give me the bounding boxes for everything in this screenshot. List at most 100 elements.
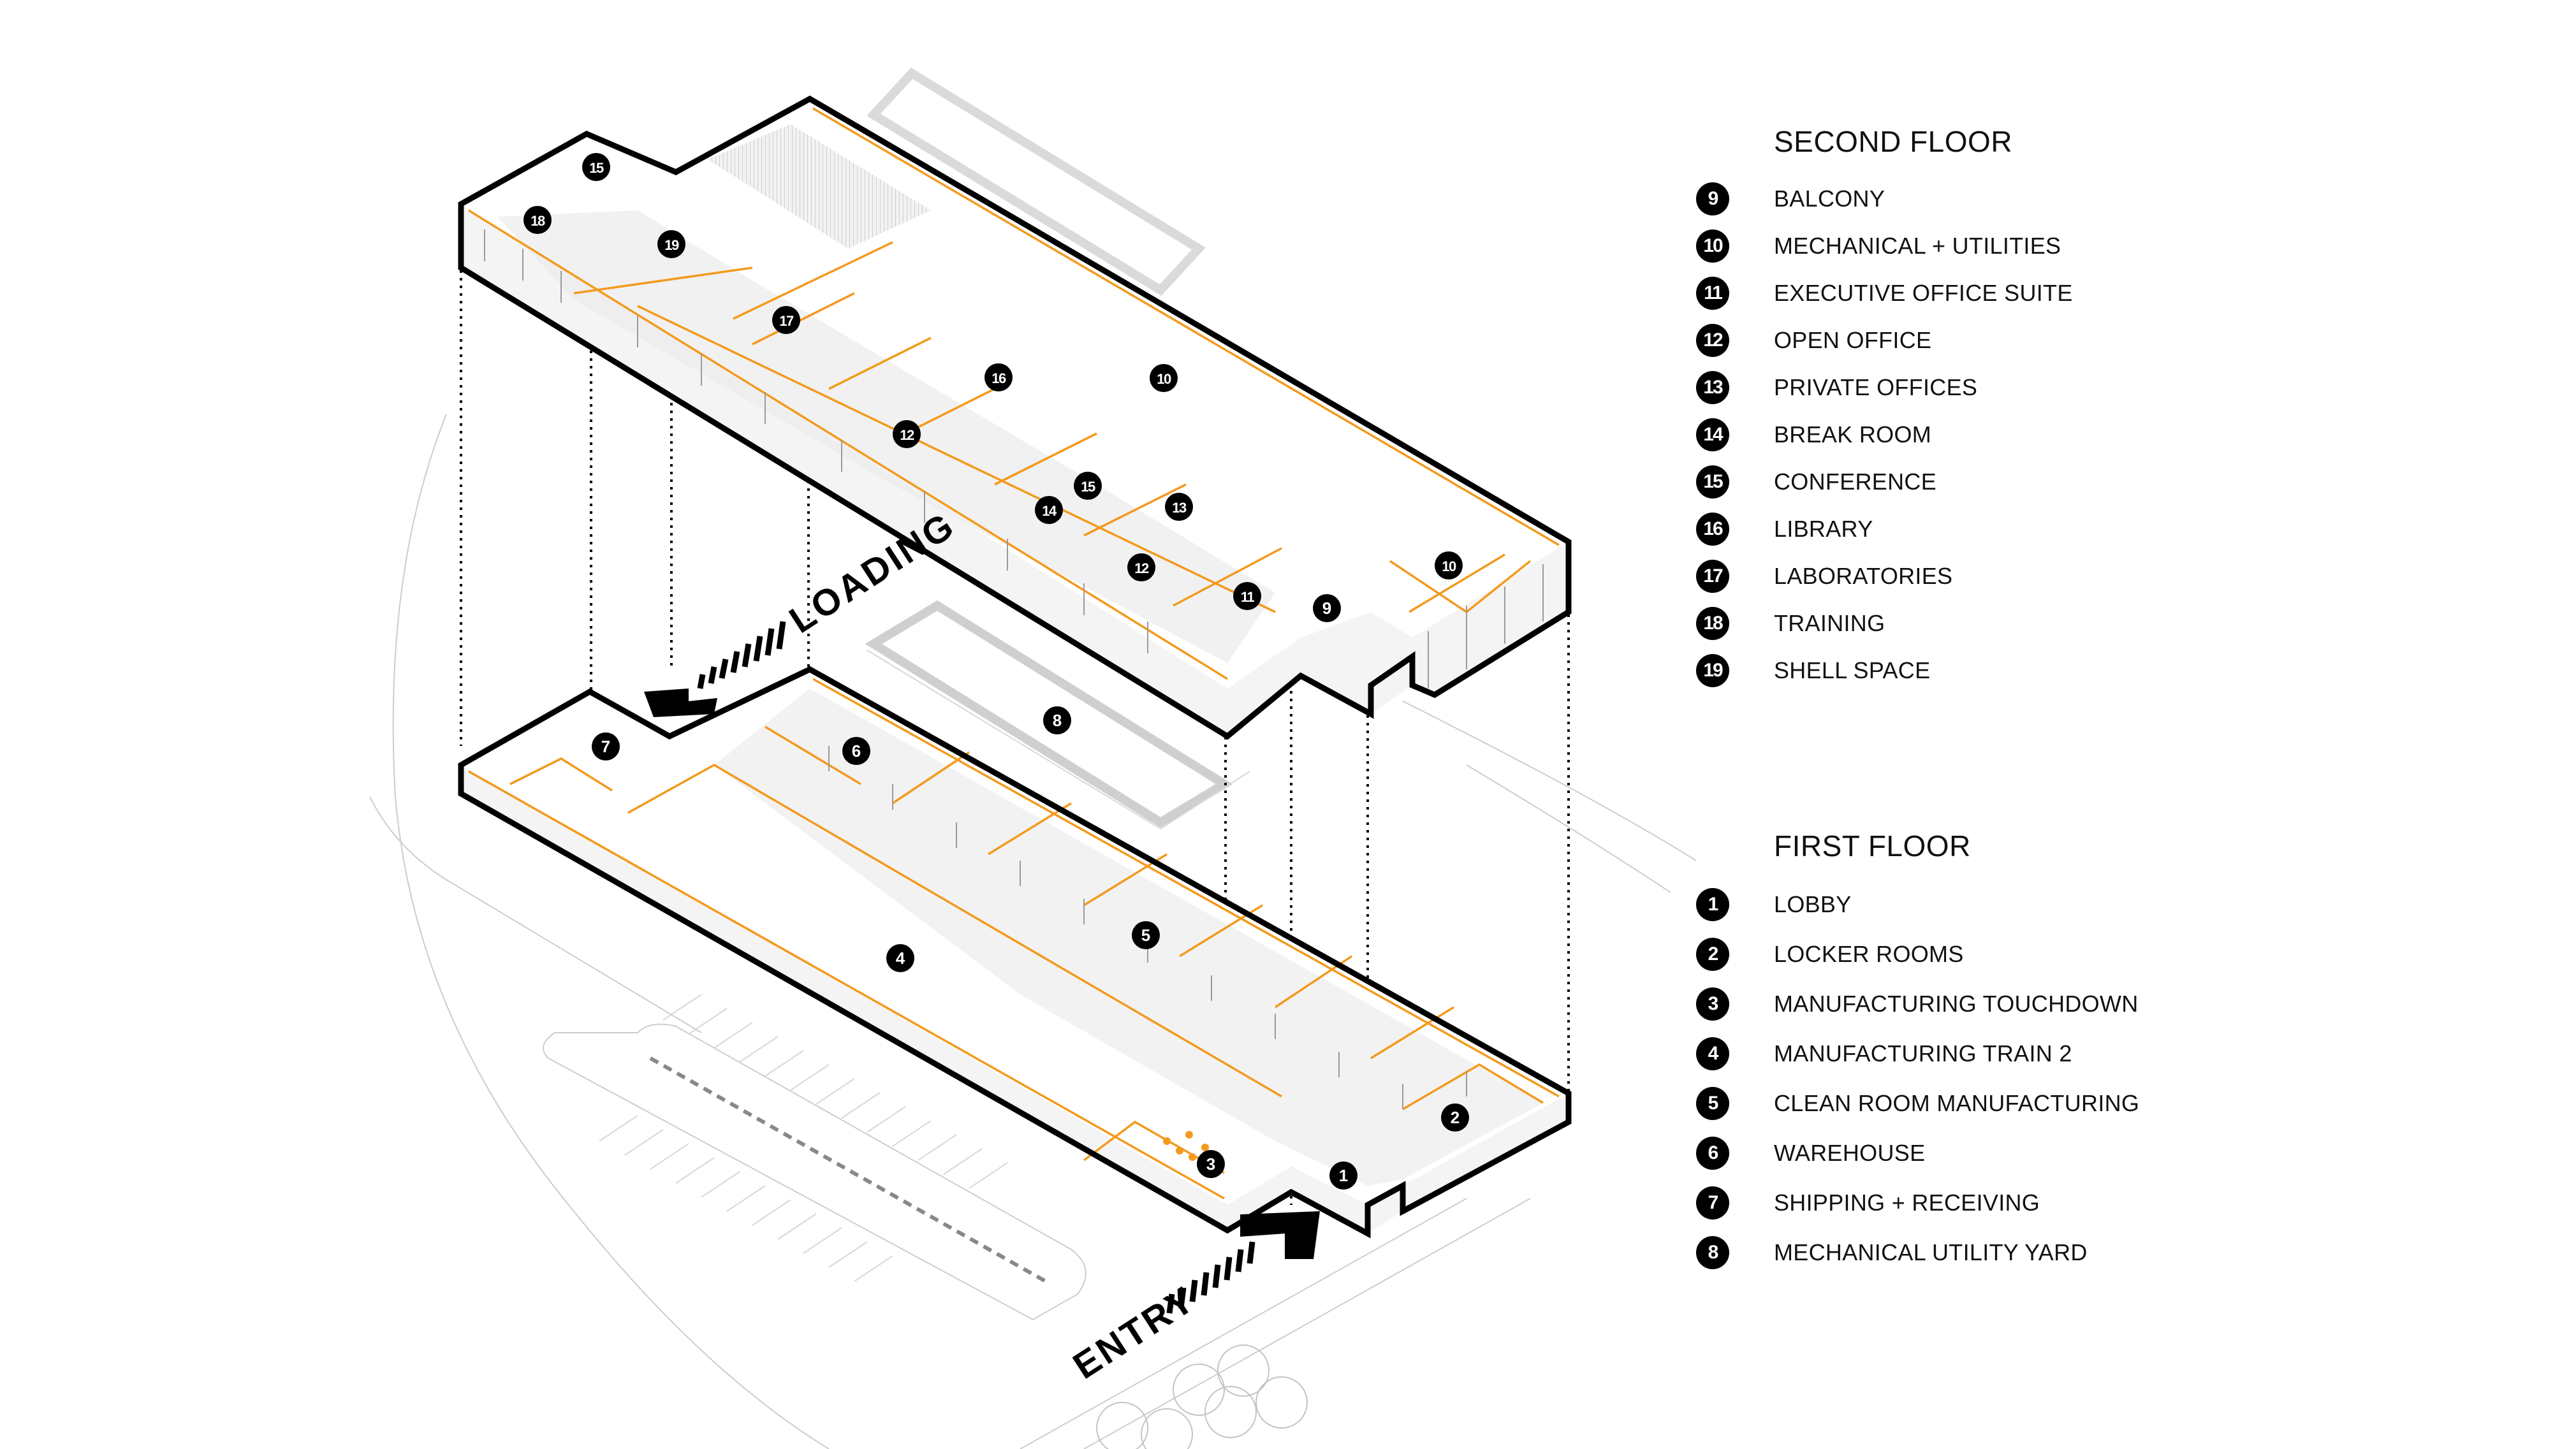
- number-badge-icon: 16: [1696, 513, 1729, 546]
- room-marker-2: 2: [1441, 1103, 1469, 1132]
- number-badge-icon: [657, 230, 685, 258]
- number-badge-icon: [772, 306, 800, 334]
- number-badge-icon: [893, 420, 921, 448]
- legend-item: 19 SHELL SPACE: [1696, 647, 2073, 694]
- number-badge-icon: 11: [1696, 277, 1729, 310]
- number-badge-icon: 7: [1696, 1186, 1729, 1220]
- legend-label: MANUFACTURING TOUCHDOWN: [1774, 991, 2139, 1017]
- legend-label: PRIVATE OFFICES: [1774, 374, 1978, 400]
- room-marker-6: 6: [842, 737, 870, 765]
- number-badge-icon: 18: [1696, 607, 1729, 640]
- number-badge-icon: [1035, 496, 1063, 524]
- entry-walk: [1020, 1198, 1531, 1449]
- legend-item: 13 PRIVATE OFFICES: [1696, 364, 2073, 411]
- room-marker-number: 14: [1042, 503, 1057, 519]
- loading-arrow-dashes: [697, 621, 786, 689]
- room-marker-number: 11: [1241, 589, 1255, 605]
- room-marker-15: 15: [1074, 472, 1102, 500]
- legend-label: MANUFACTURING TRAIN 2: [1774, 1040, 2072, 1067]
- second-floor-plan: [458, 95, 1572, 740]
- room-marker-12: 12: [1127, 553, 1155, 581]
- number-badge-icon: [984, 363, 1013, 391]
- tree-cluster: [1096, 1344, 1308, 1449]
- room-marker-19: 19: [657, 230, 685, 258]
- room-marker-number: 3: [1206, 1154, 1215, 1174]
- parking-stalls: [599, 994, 1008, 1282]
- room-marker-number: 5: [1141, 926, 1150, 945]
- room-marker-10: 10: [1435, 551, 1463, 579]
- legend-label: LABORATORIES: [1774, 563, 1953, 589]
- room-marker-number: 7: [601, 737, 610, 756]
- legend-label: MECHANICAL + UTILITIES: [1774, 233, 2061, 259]
- loading-arrow-head: [644, 688, 717, 717]
- legend-label: SHELL SPACE: [1774, 657, 1931, 683]
- room-marker-number: 18: [531, 213, 545, 229]
- room-marker-18: 18: [523, 206, 552, 234]
- second-floor-office-band: [497, 210, 1275, 663]
- legend-label: CONFERENCE: [1774, 469, 1937, 495]
- first-floor-partitions: [828, 746, 1467, 1109]
- number-badge-icon: 6: [1696, 1137, 1729, 1170]
- room-marker-number: 13: [1172, 500, 1187, 516]
- number-badge-icon: 9: [1696, 182, 1729, 215]
- legend-title: SECOND FLOOR: [1774, 125, 2013, 158]
- site-boundary: [392, 414, 830, 1449]
- number-badge-icon: 13: [1696, 371, 1729, 404]
- number-badge-icon: [1127, 553, 1155, 581]
- occupant-figures: [1163, 1131, 1218, 1167]
- second-floor-partitions: [484, 229, 1544, 688]
- number-badge-icon: [1313, 594, 1341, 622]
- legend-item: 3 MANUFACTURING TOUCHDOWN: [1696, 979, 2139, 1029]
- number-badge-icon: [1233, 582, 1261, 610]
- room-marker-number: 10: [1157, 371, 1171, 387]
- number-badge-icon: 12: [1696, 324, 1729, 357]
- room-marker-13: 13: [1165, 493, 1193, 521]
- room-marker-number: 17: [779, 313, 794, 329]
- number-badge-icon: [842, 737, 870, 765]
- second-floor-lab-block: [708, 124, 931, 249]
- entry-arrow-head: [1240, 1211, 1320, 1259]
- number-badge-icon: 2: [1696, 938, 1729, 971]
- entry-arrow: ENTRY: [1066, 1211, 1320, 1387]
- number-badge-icon: 3: [1696, 987, 1729, 1021]
- legend-label: LOBBY: [1774, 891, 1852, 917]
- room-marker-number: 12: [900, 427, 914, 443]
- number-badge-icon: [582, 153, 610, 181]
- room-marker-11: 11: [1233, 582, 1261, 610]
- number-badge-icon: 10: [1696, 229, 1729, 263]
- room-marker-1: 1: [1329, 1161, 1358, 1190]
- first-floor-outline: [458, 666, 1572, 1239]
- room-marker-number: 16: [992, 370, 1006, 386]
- room-marker-number: 1: [1339, 1166, 1348, 1185]
- legend-title: FIRST FLOOR: [1774, 829, 1971, 863]
- room-marker-17: 17: [772, 306, 800, 334]
- number-badge-icon: [886, 944, 914, 972]
- first-floor-walls: [468, 678, 1560, 1200]
- room-marker-number: 4: [896, 949, 905, 968]
- number-badge-icon: 19: [1696, 654, 1729, 687]
- number-badge-icon: [1074, 472, 1102, 500]
- entry-arrow-dashes: [1166, 1241, 1255, 1314]
- legend-label: EXECUTIVE OFFICE SUITE: [1774, 280, 2073, 306]
- number-badge-icon: [1165, 493, 1193, 521]
- number-badge-icon: [1329, 1161, 1358, 1190]
- number-badge-icon: 14: [1696, 418, 1729, 451]
- number-badge-icon: [523, 206, 552, 234]
- room-marker-number: 12: [1134, 560, 1149, 576]
- number-badge-icon: [1441, 1103, 1469, 1132]
- room-marker-number: 9: [1322, 599, 1331, 618]
- legend-label: LIBRARY: [1774, 516, 1873, 542]
- road-edge: [369, 796, 702, 1033]
- number-badge-icon: [1150, 364, 1178, 392]
